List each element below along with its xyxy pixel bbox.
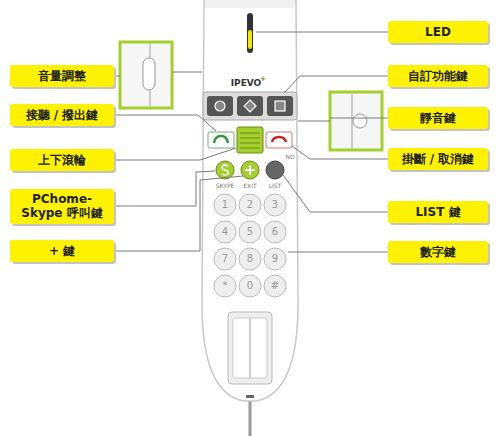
callout-label: 數字鍵: [420, 245, 456, 259]
key-label: LIST: [269, 183, 282, 189]
callout-label: PChome-Skype 呼叫鍵: [15, 192, 109, 221]
scroll-wheel: [237, 127, 263, 153]
callout-box: 數字鍵: [388, 241, 488, 263]
phone-body: [202, 0, 298, 401]
hang-key: [266, 132, 292, 148]
callout-label: 接聽 / 撥出鍵: [26, 108, 99, 122]
keypad-digit: 6: [272, 227, 278, 237]
callout-box: + 鍵: [10, 240, 114, 262]
function-keys: [203, 92, 297, 120]
callout-box: PChome-Skype 呼叫鍵: [10, 189, 114, 224]
key-label: SKYPE: [216, 183, 235, 189]
callout-label: 自訂功能鍵: [408, 69, 468, 83]
key-label: EXIT: [243, 183, 256, 189]
keypad-digit: 5: [247, 227, 253, 237]
keypad-digit: 2: [247, 200, 253, 210]
callout-label: 音量調整: [38, 69, 86, 83]
callout-box: 掛斷 / 取消鍵: [388, 148, 488, 170]
callout-label: + 鍵: [49, 244, 75, 258]
brand-logo: +: [260, 76, 266, 83]
callout-box: 音量調整: [10, 65, 114, 87]
callout-box: 自訂功能鍵: [388, 65, 488, 87]
callout-box: 靜音鍵: [388, 107, 488, 129]
list-button: [266, 161, 284, 179]
callout-label: 上下滾輪: [38, 153, 86, 167]
plus-button: [241, 161, 259, 179]
leader-lines: [114, 32, 388, 252]
keypad-digit: *: [223, 281, 228, 291]
callout-label: LED: [425, 25, 451, 39]
callout-box: 接聽 / 撥出鍵: [10, 104, 114, 126]
mute-inset: [330, 92, 382, 150]
keypad-digit: #: [271, 281, 279, 291]
callout-box: 上下滾輪: [10, 149, 114, 171]
led: [247, 13, 253, 53]
keypad-digit: 0: [247, 281, 253, 291]
volume-inset: [120, 42, 172, 108]
brand-logo: IPEVO: [231, 79, 262, 88]
callout-box: LED: [388, 21, 488, 43]
keypad-digit: 1: [222, 200, 228, 210]
keypad-digit: 9: [272, 254, 278, 264]
callout-box: LIST 鍵: [388, 201, 488, 223]
key-label: NO: [285, 154, 294, 160]
callout-label: 靜音鍵: [420, 111, 456, 125]
skype-button: [216, 161, 234, 179]
keypad-digit: 4: [222, 227, 228, 237]
keypad: [214, 194, 286, 297]
callout-label: LIST 鍵: [415, 205, 460, 219]
callout-label: 掛斷 / 取消鍵: [402, 152, 475, 166]
keypad-digit: 3: [272, 200, 278, 210]
call-key: [208, 132, 234, 148]
keypad-digit: 7: [222, 254, 228, 264]
keypad-digit: 8: [247, 254, 253, 264]
